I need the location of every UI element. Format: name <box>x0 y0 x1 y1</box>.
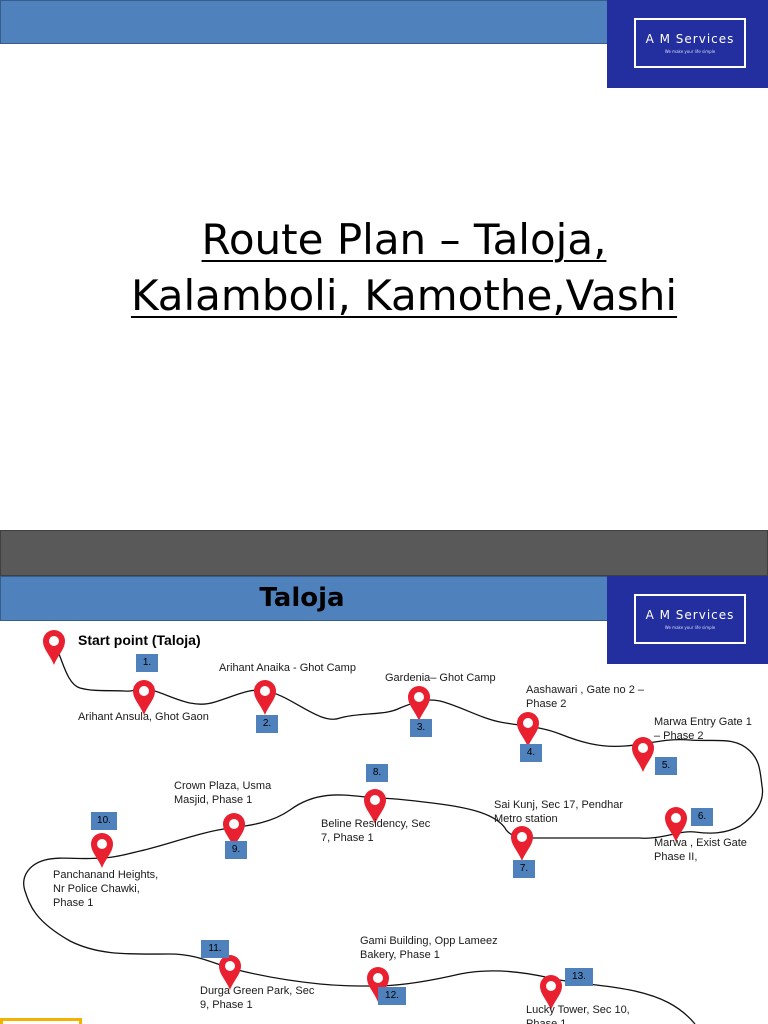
slide-separator <box>0 530 768 576</box>
stop-label-10: Panchanand Heights, Nr Police Chawki, Ph… <box>53 869 159 909</box>
top-banner: Taloja <box>0 576 608 621</box>
stop-label-1: Arihant Ansula, Ghot Gaon <box>78 711 209 723</box>
stop-number-3: 3. <box>410 719 432 737</box>
stop-label-2: Arihant Anaika - Ghot Camp <box>219 662 356 674</box>
stop-label-4: Aashawari , Gate no 2 – Phase 2 <box>526 684 645 710</box>
logo-name: A M Services <box>645 608 735 622</box>
map-pin-icon-8 <box>364 789 386 824</box>
stop-label-7: Sai Kunj, Sec 17, Pendhar Metro station <box>494 799 624 825</box>
stop-number-13: 13. <box>565 968 593 986</box>
pin-layer <box>43 630 687 1010</box>
stop-number-2: 2. <box>256 715 278 733</box>
stop-label-11: Durga Green Park, Sec 9, Phase 1 <box>200 985 315 1011</box>
logo-tagline: We make your life simple <box>664 625 716 630</box>
map-pin-icon-10 <box>91 833 113 868</box>
logo-tagline: We make your life simple <box>664 49 716 54</box>
stop-label-12: Gami Building, Opp Lameez Bakery, Phase … <box>360 935 498 961</box>
stop-number-1: 1. <box>136 654 158 672</box>
logo-frame: A M Services We make your life simple <box>634 18 746 68</box>
title-line-2: Kalamboli, Kamothe,Vashi <box>130 271 678 320</box>
route-map <box>23 630 764 1024</box>
slide-title: Route Plan – Taloja, Kalamboli, Kamothe,… <box>40 212 768 324</box>
map-pin-icon-4 <box>517 712 539 747</box>
stop-number-11: 11. <box>201 940 229 958</box>
map-pin-icon-5 <box>632 737 654 772</box>
logo-name: A M Services <box>645 32 735 46</box>
map-pin-icon-12 <box>367 967 389 1002</box>
map-pin-icon-13 <box>540 975 562 1010</box>
stop-number-7: 7. <box>513 860 535 878</box>
slide-corner-accent <box>0 1018 82 1024</box>
map-pin-icon-3 <box>408 686 430 721</box>
section-heading: Taloja <box>259 583 345 613</box>
stop-label-13: Lucky Tower, Sec 10, Phase 1 <box>526 1004 630 1024</box>
title-slide: A M Services We make your life simple Ro… <box>0 0 768 324</box>
stop-number-4: 4. <box>520 744 542 762</box>
logo-frame: A M Services We make your life simple <box>634 594 746 644</box>
stop-label-5: Marwa Entry Gate 1 – Phase 2 <box>654 716 752 742</box>
stop-label-6: Marwa , Exist Gate Phase II, <box>654 837 747 863</box>
stop-number-10: 10. <box>91 812 117 830</box>
map-pin-icon-1 <box>133 680 155 715</box>
map-pin-icon-6 <box>665 807 687 842</box>
route-slide-taloja: Taloja A M Services We make your life si… <box>0 576 768 1024</box>
company-logo: A M Services We make your life simple <box>607 576 768 664</box>
start-pin-icon <box>43 630 65 665</box>
map-pin-icon-9 <box>223 813 245 848</box>
map-pin-icon-2 <box>254 680 276 715</box>
stop-label-3: Gardenia– Ghot Camp <box>385 672 496 684</box>
start-point-label: Start point (Taloja) <box>78 632 201 648</box>
stop-label-8: Beline Residency, Sec 7, Phase 1 <box>321 818 431 844</box>
stop-label-9: Crown Plaza, Usma Masjid, Phase 1 <box>174 780 272 806</box>
stop-number-12: 12. <box>378 987 406 1005</box>
title-line-1: Route Plan – Taloja, <box>201 215 607 264</box>
stop-number-8: 8. <box>366 764 388 782</box>
company-logo: A M Services We make your life simple <box>607 0 768 88</box>
stop-number-9: 9. <box>225 841 247 859</box>
top-banner <box>0 0 608 44</box>
stop-number-5: 5. <box>655 757 677 775</box>
stop-number-6: 6. <box>691 808 713 826</box>
map-pin-icon-11 <box>219 955 241 990</box>
map-pin-icon-7 <box>511 826 533 861</box>
